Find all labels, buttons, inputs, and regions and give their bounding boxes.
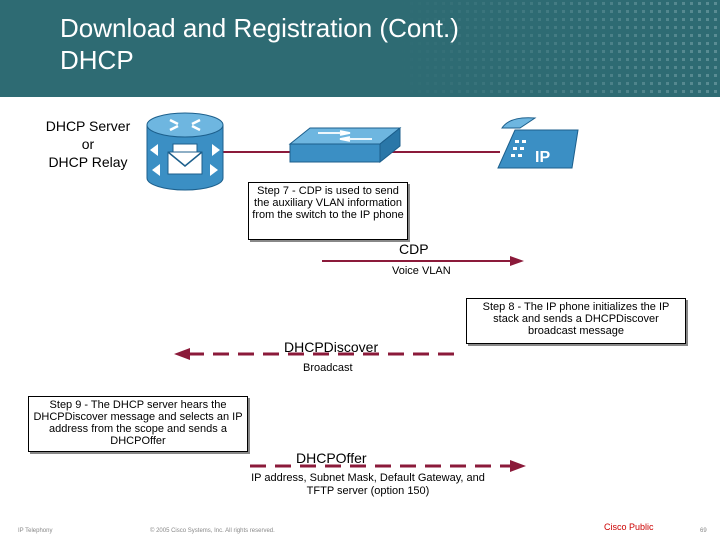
footer-page-number: 69 xyxy=(700,528,707,534)
footer-course: IP Telephony xyxy=(18,528,53,534)
server-label-line-1: DHCP Server xyxy=(45,118,131,134)
title-line-2: DHCP xyxy=(60,45,134,75)
server-label-line-3: DHCP Relay xyxy=(48,154,128,170)
header-bar: Download and Registration (Cont.) DHCP xyxy=(0,0,720,97)
footer-classification: Cisco Public xyxy=(604,522,654,532)
title-line-1: Download and Registration (Cont.) xyxy=(60,13,459,43)
voice-vlan-label: Voice VLAN xyxy=(392,265,451,277)
step8-callout: Step 8 - The IP phone initializes the IP… xyxy=(466,298,686,344)
broadcast-label: Broadcast xyxy=(303,362,353,374)
header-texture xyxy=(0,0,720,97)
server-label-line-2: or xyxy=(81,136,95,152)
cdp-arrow xyxy=(322,256,524,266)
page-title: Download and Registration (Cont.) DHCP xyxy=(60,12,459,76)
phone-badge: IP xyxy=(535,149,550,166)
cdp-label: CDP xyxy=(399,241,429,257)
switch-icon xyxy=(288,126,402,164)
dhcp-server-icon xyxy=(146,112,224,191)
dhcpoffer-details: IP address, Subnet Mask, Default Gateway… xyxy=(251,472,485,497)
dhcpoffer-arrow xyxy=(250,460,526,472)
dhcpdiscover-arrow xyxy=(174,348,462,360)
dhcpoffer-label: DHCPOffer xyxy=(296,450,367,466)
footer-copyright: © 2005 Cisco Systems, Inc. All rights re… xyxy=(150,528,275,534)
step7-callout: Step 7 - CDP is used to send the auxilia… xyxy=(248,182,408,240)
step9-callout: Step 9 - The DHCP server hears the DHCPD… xyxy=(28,396,248,452)
dhcpdiscover-label: DHCPDiscover xyxy=(284,339,379,355)
ip-phone-icon: IP xyxy=(497,117,579,169)
dhcp-server-label: DHCP Server or DHCP Relay xyxy=(36,117,140,171)
